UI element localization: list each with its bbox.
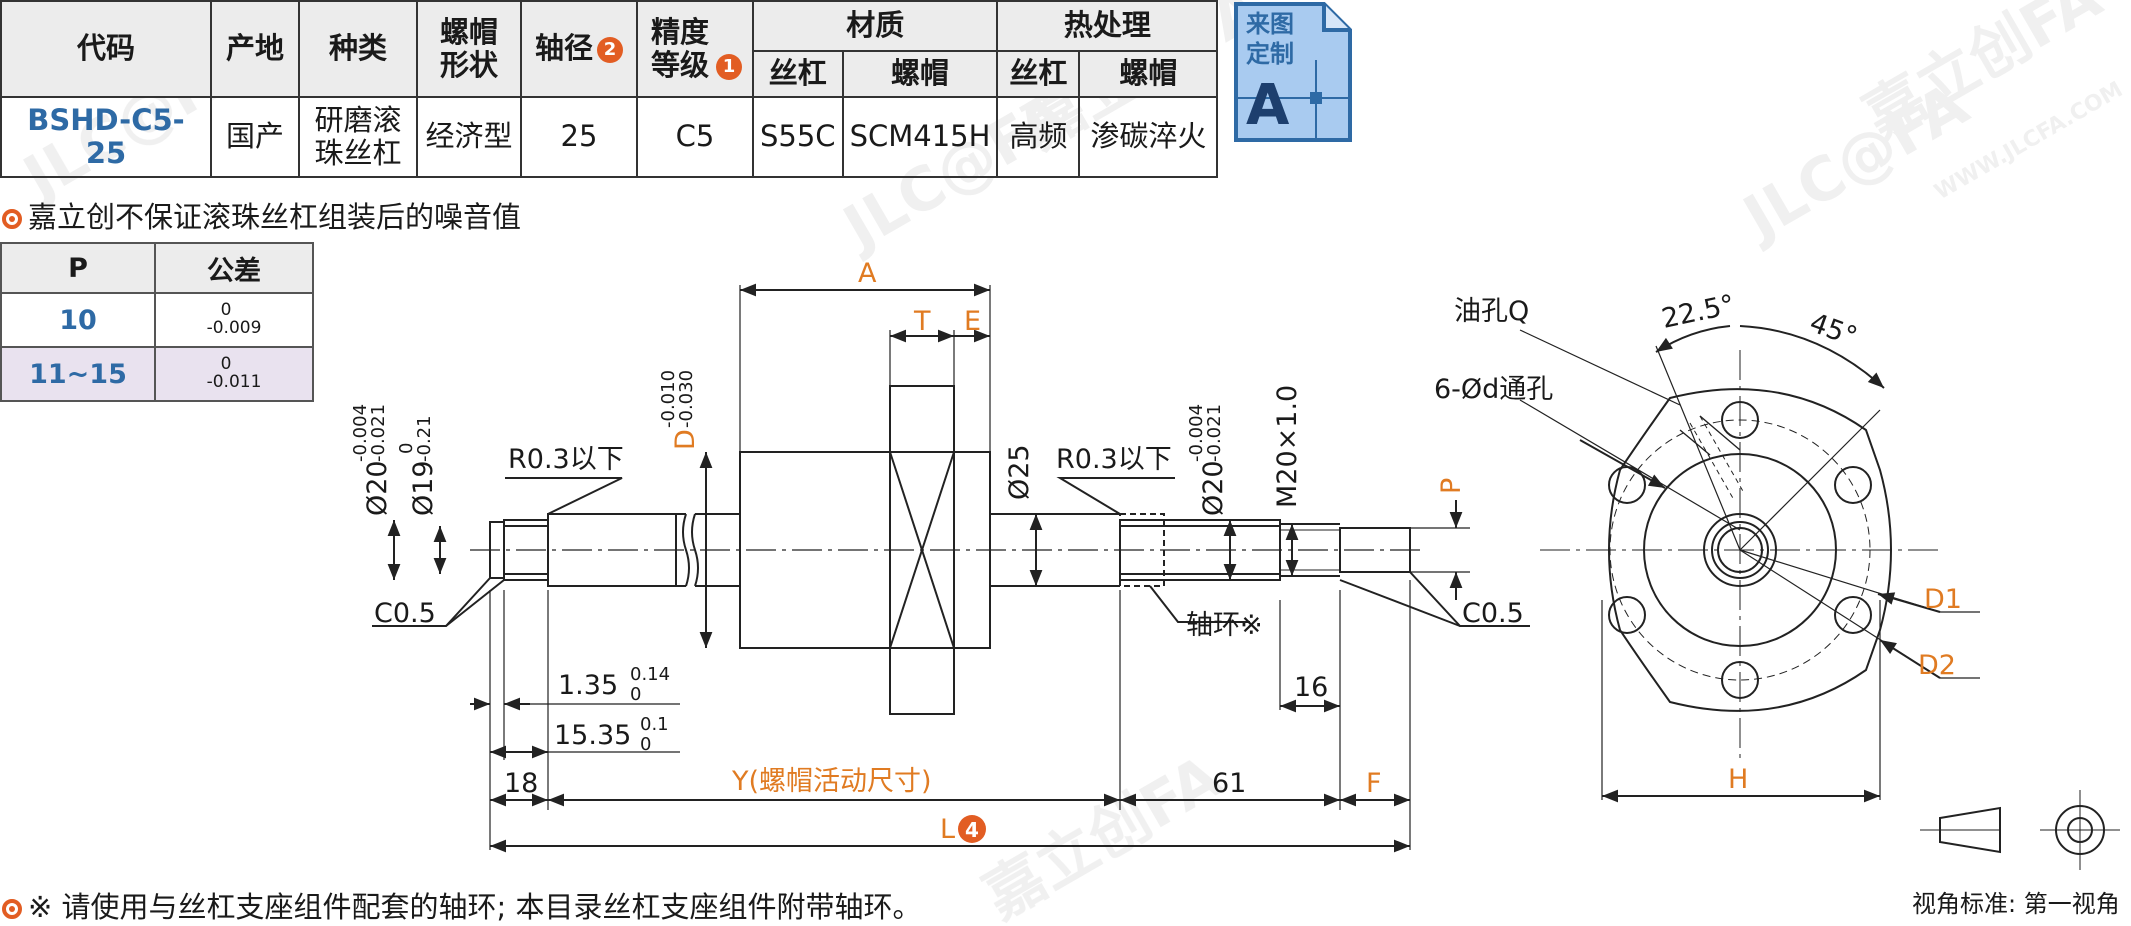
dim-1-35-upper: 0.14 xyxy=(630,664,670,685)
angle-22-5: 22.5° xyxy=(1659,289,1737,335)
dim-phi20-right: Ø20 xyxy=(1198,460,1229,516)
dim-phi20-right-lower: -0.021 xyxy=(1204,404,1225,462)
cell-nut-heat: 渗碳淬火 xyxy=(1078,96,1219,178)
dim-D: D xyxy=(670,429,701,450)
header-nut-material: 螺帽 xyxy=(841,50,999,98)
dim-H: H xyxy=(1728,764,1748,795)
label-oil-hole: 油孔Q xyxy=(1454,296,1529,327)
dim-1-35-lower: 0 xyxy=(630,684,641,705)
header-heat: 热处理 xyxy=(996,0,1219,52)
cell-nut-shape: 经济型 xyxy=(416,96,522,178)
tol-p: 10 xyxy=(0,292,156,348)
label-r03-left: R0.3以下 xyxy=(508,444,624,475)
cell-screw-material: S55C xyxy=(752,96,844,178)
label-D1: D1 xyxy=(1924,584,1962,615)
angle-45: 45° xyxy=(1806,307,1862,352)
header-type: 种类 xyxy=(298,0,418,98)
cell-code: BSHD-C5-25 xyxy=(0,96,212,178)
dim-Y: Y(螺帽活动尺寸) xyxy=(731,766,932,797)
label-D2: D2 xyxy=(1918,650,1956,681)
custom-drawing-badge[interactable]: 来图 定制 A xyxy=(1232,0,1354,146)
tol-value: 0-0.009 xyxy=(154,292,314,348)
badge-line1: 来图 xyxy=(1246,10,1294,38)
cell-type: 研磨滚珠丝杠 xyxy=(298,96,418,178)
dim-P: P xyxy=(1436,478,1467,494)
view-standard: 视角标准: 第一视角 xyxy=(1912,890,2120,918)
dim-m20: M20×1.0 xyxy=(1272,385,1303,508)
label-c05-left: C0.5 xyxy=(374,598,436,629)
header-screw-material: 丝杠 xyxy=(752,50,844,98)
badge-1: 1 xyxy=(716,54,742,80)
header-code: 代码 xyxy=(0,0,212,98)
dim-15-35-lower: 0 xyxy=(640,734,651,755)
dim-D-lower: -0.030 xyxy=(676,370,697,428)
dim-A: A xyxy=(858,258,877,289)
dim-F: F xyxy=(1366,768,1382,799)
table-row: 10 0-0.009 xyxy=(0,292,314,348)
tol-value: 0-0.011 xyxy=(154,346,314,402)
badge-letter: A xyxy=(1246,73,1290,138)
cell-screw-heat: 高频 xyxy=(996,96,1081,178)
label-collar: 轴环※ xyxy=(1186,610,1263,641)
tol-header-tol: 公差 xyxy=(154,242,314,294)
cell-nut-material: SCM415H xyxy=(841,96,999,178)
dim-61: 61 xyxy=(1212,768,1246,799)
badge-line2: 定制 xyxy=(1246,40,1294,68)
dim-D-upper: -0.010 xyxy=(658,370,679,428)
table-row: 11~15 0-0.011 xyxy=(0,346,314,402)
dim-16: 16 xyxy=(1294,672,1328,703)
header-screw-heat: 丝杠 xyxy=(996,50,1081,98)
dim-L: L xyxy=(940,814,955,845)
bullet-icon xyxy=(2,899,22,919)
noise-note: 嘉立创不保证滚珠丝杠组装后的噪音值 xyxy=(2,194,521,236)
dim-15-35-upper: 0.1 xyxy=(640,714,669,735)
badge-4: 4 xyxy=(965,818,979,842)
dim-1-35: 1.35 xyxy=(558,670,618,701)
dim-phi19-upper: 0 xyxy=(396,443,417,454)
tol-header-p: P xyxy=(0,242,156,294)
label-r03-right: R0.3以下 xyxy=(1056,444,1172,475)
dim-T: T xyxy=(913,306,931,337)
dim-phi25: Ø25 xyxy=(1004,444,1035,500)
dim-18: 18 xyxy=(504,768,538,799)
dim-phi20-left: Ø20 xyxy=(362,460,393,516)
label-through-hole: 6-Ød通孔 xyxy=(1434,374,1553,405)
badge-2: 2 xyxy=(597,37,623,64)
dim-phi19: Ø19 xyxy=(408,460,439,516)
tolerance-table: P 公差 10 0-0.009 11~15 0-0.011 xyxy=(0,242,314,402)
header-material: 材质 xyxy=(751,0,999,52)
cell-origin: 国产 xyxy=(210,96,300,178)
dim-phi20-left-lower: -0.021 xyxy=(368,404,389,462)
header-nut-heat: 螺帽 xyxy=(1078,50,1219,98)
bullet-icon xyxy=(2,209,22,229)
header-nut-shape: 螺帽形状 xyxy=(416,0,522,98)
dim-E: E xyxy=(964,306,981,337)
dim-phi19-lower: -0.21 xyxy=(414,415,435,462)
dim-phi20-left-upper: -0.004 xyxy=(350,404,371,462)
dim-15-35: 15.35 xyxy=(554,720,631,751)
dim-phi20-right-upper: -0.004 xyxy=(1186,404,1207,462)
cell-shaft-dia: 25 xyxy=(520,96,638,178)
cell-accuracy: C5 xyxy=(636,96,754,178)
bottom-note: ※ 请使用与丝杠支座组件配套的轴环; 本目录丝杠支座组件附带轴环。 xyxy=(2,884,922,926)
label-c05-right: C0.5 xyxy=(1462,598,1524,629)
tol-p: 11~15 xyxy=(0,346,156,402)
header-origin: 产地 xyxy=(210,0,300,98)
